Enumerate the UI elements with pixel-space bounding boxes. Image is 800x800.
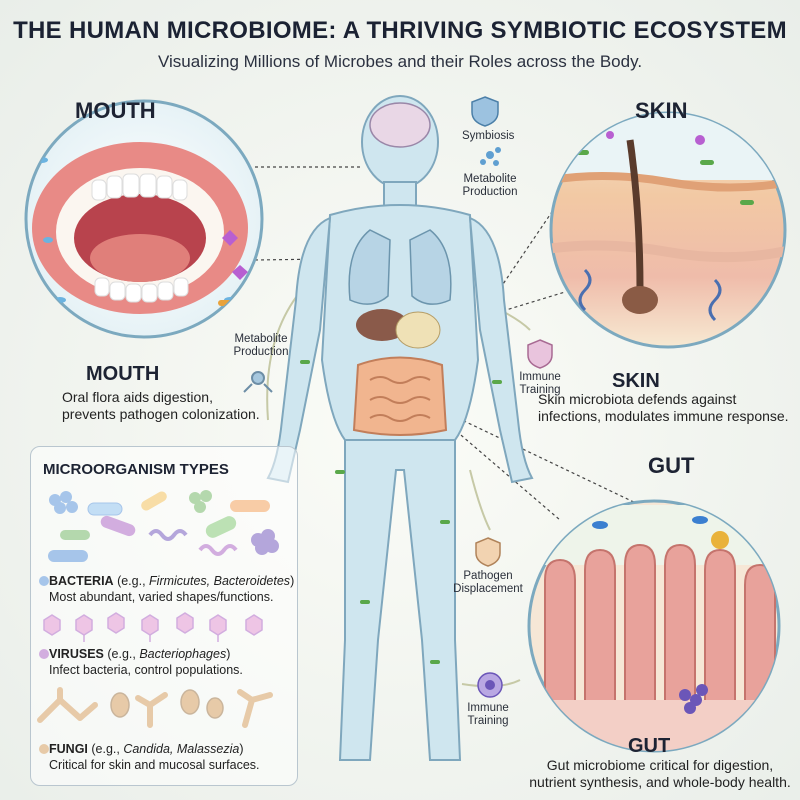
bacteria-paren-close: ) [290, 574, 295, 588]
pathogen-displacement-tag: Pathogen Displacement [452, 570, 524, 596]
skin-description: Skin microbiota defends against infectio… [538, 391, 789, 425]
bacteria-description: Most abundant, varied shapes/functions. [49, 590, 274, 604]
skin-description-line: Skin microbiota defends against [538, 391, 737, 407]
bacteria-entry: BACTERIA (e.g., Firmicutes, Bacteroidete… [49, 573, 294, 589]
fungi-entry: FUNGI (e.g., Candida, Malassezia) [49, 741, 244, 757]
tag-line: Production [233, 346, 289, 358]
gut-description: Gut microbiome critical for digestion, n… [525, 757, 795, 791]
tag-line: Immune [519, 371, 561, 383]
liver-organ [356, 309, 408, 341]
skin-heading: SKIN [635, 98, 688, 123]
viruses-paren-close: ) [226, 647, 231, 661]
gut-description-line: Gut microbiome critical for digestion, [546, 757, 774, 773]
immune-training-tag: Immune Training [510, 371, 570, 397]
shield-icon [527, 339, 553, 369]
skin-circle [549, 111, 787, 349]
panel-title: MICROORGANISM TYPES [43, 461, 229, 478]
viruses-description: Infect bacteria, control populations. [49, 663, 243, 677]
tag-line: Training [467, 715, 509, 727]
viruses-paren: (e.g., [103, 647, 140, 661]
brain-organ [369, 102, 431, 148]
mouth-description-line: prevents pathogen colonization. [62, 406, 260, 422]
bacteria-examples-text: Firmicutes, Bacteroidetes [149, 574, 291, 588]
skin-label: SKIN [612, 370, 660, 392]
fungi-examples-text: Candida, Malassezia [123, 742, 240, 756]
body-microbes [300, 360, 502, 664]
mouth-circle [24, 99, 264, 339]
mouth-description-line: Oral flora aids digestion, [62, 389, 213, 405]
shield-icon [475, 537, 501, 567]
microbe-cluster-icon [480, 147, 501, 166]
viruses-name: VIRUSES [49, 647, 104, 661]
mouth-description: Oral flora aids digestion, prevents path… [62, 389, 260, 423]
immune-training-tag: Immune Training [458, 702, 518, 728]
mouth-label: MOUTH [86, 363, 160, 385]
gut-circle [527, 499, 781, 753]
tag-line: Production [462, 186, 518, 198]
fungi-paren-close: ) [239, 742, 244, 756]
stomach-organ [395, 311, 441, 349]
tag-line: Metabolite [234, 333, 288, 345]
skin-description-line: infections, modulates immune response. [538, 408, 789, 424]
immune-cell-icon [477, 672, 503, 698]
lungs-organ [348, 229, 452, 305]
gut-description-line: nutrient synthesis, and whole-body healt… [529, 774, 791, 790]
bacteriophage-icon [243, 371, 273, 393]
viruses-examples-text: Bacteriophages [139, 647, 227, 661]
shield-icon [471, 96, 499, 127]
microorganism-types-panel: MICROORGANISM TYPES BACTERIA (e.g., Firm… [30, 446, 298, 786]
mouth-heading: MOUTH [75, 98, 156, 123]
intestines-organ [352, 356, 448, 436]
bacteria-name: BACTERIA [49, 574, 114, 588]
tag-line: Immune [467, 702, 509, 714]
metabolite-production-tag: Metabolite Production [455, 173, 525, 199]
tag-line: Displacement [453, 583, 523, 595]
viruses-entry: VIRUSES (e.g., Bacteriophages) [49, 646, 230, 662]
gut-heading: GUT [648, 453, 695, 478]
page-title: THE HUMAN MICROBIOME: A THRIVING SYMBIOT… [13, 17, 787, 44]
symbiosis-tag: Symbiosis [462, 130, 515, 142]
tag-line: Pathogen [463, 570, 513, 582]
tag-line: Training [519, 384, 561, 396]
bacteria-paren: (e.g., [113, 574, 150, 588]
metabolite-production-tag: Metabolite Production [226, 333, 296, 359]
page-subtitle: Visualizing Millions of Microbes and the… [157, 52, 643, 71]
fungi-description: Critical for skin and mucosal surfaces. [49, 758, 260, 772]
tag-line: Metabolite [463, 173, 517, 185]
fungi-name: FUNGI [49, 742, 88, 756]
fungi-paren: (e.g., [87, 742, 124, 756]
gut-label: GUT [628, 735, 671, 757]
